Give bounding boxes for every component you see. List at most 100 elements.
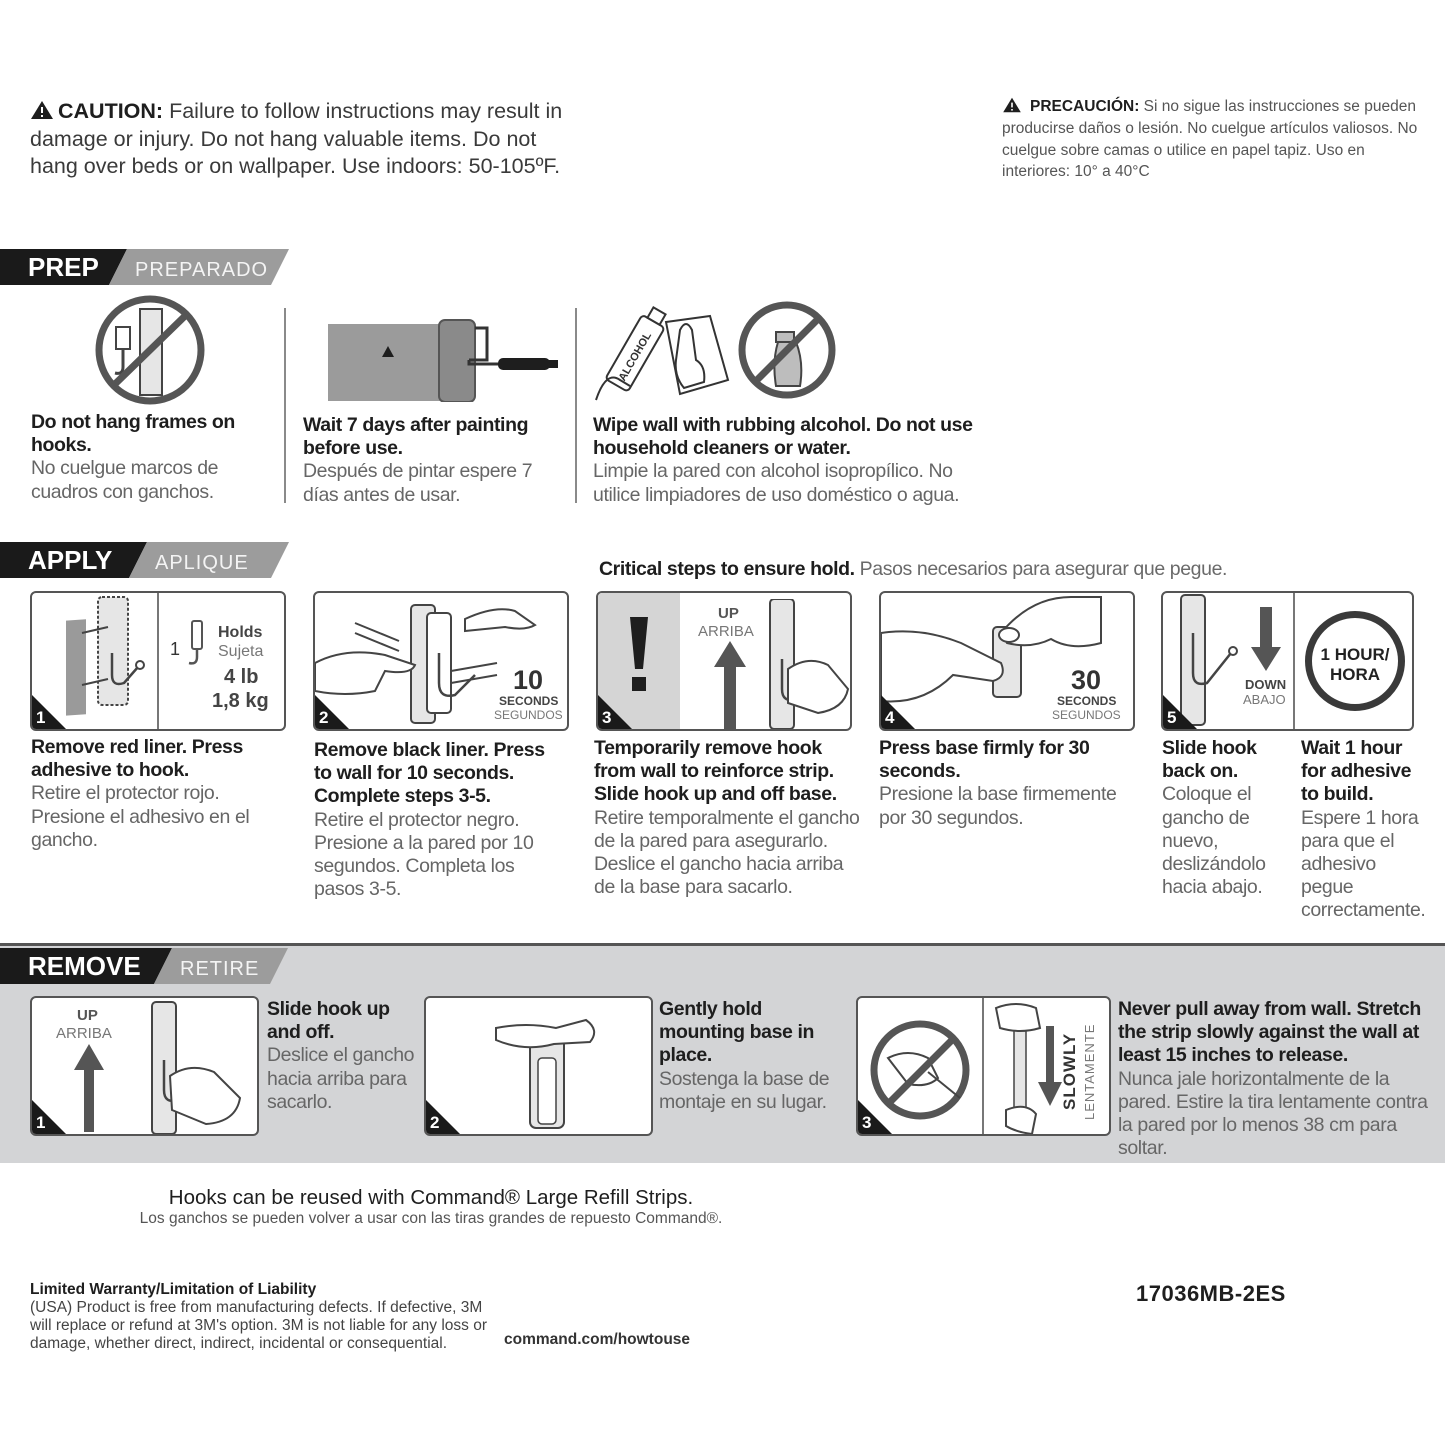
divider: [1293, 593, 1295, 729]
step-number: 3: [862, 1113, 872, 1132]
divider: [157, 593, 159, 729]
step-number: 2: [430, 1113, 440, 1132]
apply-caption-4-es: Presione la base firmemente por 30 segun…: [879, 783, 1117, 829]
prep-caption-1-en: Do not hang frames on hooks.: [31, 411, 235, 457]
apply-caption-4: Press base firmly for 30 seconds. Presio…: [879, 737, 1147, 830]
remove-caption-3: Never pull away from wall. Stretch the s…: [1118, 998, 1428, 1160]
critical-steps-note: Critical steps to ensure hold. Pasos nec…: [599, 558, 1227, 581]
apply-panel-2: 10 SECONDS SEGUNDOS 2: [313, 591, 569, 731]
down-es: ABAJO: [1243, 692, 1286, 707]
slide-hook-up-icon: [151, 1001, 242, 1134]
step-badge: [32, 695, 66, 729]
apply-caption-4-en: Press base firmly for 30 seconds.: [879, 737, 1090, 783]
apply-caption-wait-en: Wait 1 hour for adhesive to build.: [1301, 737, 1412, 806]
apply-caption-5-es: Coloque el gancho de nuevo, deslizándolo…: [1162, 783, 1266, 899]
step-badge: [32, 1100, 66, 1134]
remove-caption-1: Slide hook up and off. Deslice el gancho…: [267, 998, 417, 1114]
weight-lb: 4 lb: [224, 666, 259, 688]
clock-icon: [1305, 611, 1405, 711]
warning-icon: [31, 101, 53, 119]
hold-base-icon: [495, 1018, 596, 1129]
caution-english: CAUTION: Failure to follow instructions …: [30, 98, 590, 181]
howto-link[interactable]: command.com/howtouse: [504, 1331, 691, 1348]
timer-seconds-en: SECONDS: [499, 694, 559, 708]
up-arrow-icon: [714, 641, 746, 729]
precaucion-label: PRECAUCIÓN:: [1030, 98, 1140, 115]
exclamation-icon: [630, 617, 648, 691]
caution-label: CAUTION:: [58, 99, 164, 123]
timer-seconds-es: SEGUNDOS: [494, 708, 563, 722]
up-es: ARRIBA: [56, 1025, 112, 1042]
prep-caption-2-es: Después de pintar espere 7 días antes de…: [303, 460, 533, 506]
step-badge: [426, 1100, 460, 1134]
prep-caption-1-es: No cuelgue marcos de cuadros con ganchos…: [31, 457, 219, 503]
timer-seconds-es: SEGUNDOS: [1052, 708, 1121, 722]
down-en: DOWN: [1245, 677, 1287, 692]
apply-caption-3-es: Retire temporalmente el gancho de la par…: [594, 806, 860, 899]
up-en: UP: [77, 1007, 98, 1024]
apply-caption-5: Slide hook back on. Coloque el gancho de…: [1162, 737, 1280, 899]
prep-caption-3-en: Wipe wall with rubbing alcohol. Do not u…: [593, 414, 973, 460]
remove-caption-3-en: Never pull away from wall. Stretch the s…: [1118, 998, 1421, 1067]
adhesive-strip-icon: [66, 596, 145, 716]
warranty-text: (USA) Product is free from manufacturing…: [30, 1299, 487, 1352]
prep-caption-3-es: Limpie la pared con alcohol isopropílico…: [593, 460, 960, 506]
remove-caption-2: Gently hold mounting base in place. Sost…: [659, 998, 849, 1114]
timer-number: 30: [1071, 665, 1102, 695]
caution-text: Failure to follow instructions may resul…: [30, 99, 563, 178]
weight-kg: 1,8 kg: [212, 690, 269, 712]
alcohol-wipe-icon: ALCOHOL: [595, 301, 836, 401]
prep-caption-2: Wait 7 days after painting before use. D…: [303, 414, 568, 507]
apply-panel-3: UP ARRIBA 3: [596, 591, 852, 731]
up-arrow-icon: [74, 1044, 104, 1132]
apply-caption-5-en: Slide hook back on.: [1162, 737, 1257, 783]
remove-caption-2-es: Sostenga la base de montaje en su lugar.: [659, 1067, 830, 1113]
remove-caption-1-es: Deslice el gancho hacia arriba para saca…: [267, 1044, 415, 1113]
timer-seconds-en: SECONDS: [1057, 694, 1117, 708]
step-number: 3: [602, 708, 612, 727]
holds-en: Holds: [218, 624, 263, 641]
refill-note-es: Los ganchos se pueden volver a usar con …: [139, 1210, 723, 1227]
step-badge: [881, 695, 915, 729]
step-number: 1: [36, 1113, 46, 1132]
apply-caption-3: Temporarily remove hook from wall to rei…: [594, 737, 862, 899]
remove-subtitle: RETIRE: [154, 948, 288, 984]
remove-panel-1: UP ARRIBA 1: [30, 996, 259, 1136]
press-wall-icon: [315, 604, 537, 724]
step-badge: [315, 695, 349, 729]
critical-es: Pasos necesarios para asegurar que pegue…: [859, 558, 1228, 580]
down-arrow-icon: [1251, 607, 1281, 671]
remove-caption-1-en: Slide hook up and off.: [267, 998, 390, 1044]
warning-icon: [1003, 97, 1021, 113]
apply-caption-1: Remove red liner. Press adhesive to hook…: [31, 736, 286, 852]
remove-caption-2-en: Gently hold mounting base in place.: [659, 998, 815, 1067]
stretch-strip-icon: [994, 1003, 1042, 1134]
divider: [575, 308, 577, 503]
step-number: 1: [36, 708, 46, 727]
up-en: UP: [718, 605, 739, 622]
step-badge: [1163, 695, 1197, 729]
warranty: Limited Warranty/Limitation of Liability…: [30, 1281, 500, 1353]
apply-caption-wait-es: Espere 1 hora para que el adhesivo pegue…: [1301, 806, 1426, 922]
apply-subtitle: APLIQUE: [129, 542, 289, 578]
apply-panel-4: 30 SECONDS SEGUNDOS 4: [879, 591, 1135, 731]
holds-es: Sujeta: [218, 643, 264, 660]
product-code: 17036MB-2ES: [1136, 1281, 1286, 1306]
step-number: 2: [319, 708, 329, 727]
divider: [284, 308, 286, 503]
step-number: 5: [1167, 708, 1177, 727]
remove-panel-3: SLOWLY LENTAMENTE 3: [856, 996, 1111, 1136]
remove-panel-2: 2: [424, 996, 653, 1136]
hook-count: 1: [170, 639, 181, 659]
down-arrow-icon: [1038, 1026, 1062, 1106]
prep-subtitle: PREPARADO: [109, 249, 289, 285]
step-badge: [858, 1100, 892, 1134]
prep-caption-1: Do not hang frames on hooks. No cuelgue …: [31, 411, 281, 504]
apply-title: APPLY: [0, 542, 147, 578]
prep-title: PREP: [0, 249, 127, 285]
no-pull-icon: [870, 1020, 970, 1120]
slide-hook-icon: [769, 599, 850, 729]
refill-note-en: Hooks can be reused with Command® Large …: [168, 1186, 694, 1209]
slowly-en: SLOWLY: [1060, 1032, 1079, 1110]
warranty-title: Limited Warranty/Limitation of Liability: [30, 1281, 317, 1298]
